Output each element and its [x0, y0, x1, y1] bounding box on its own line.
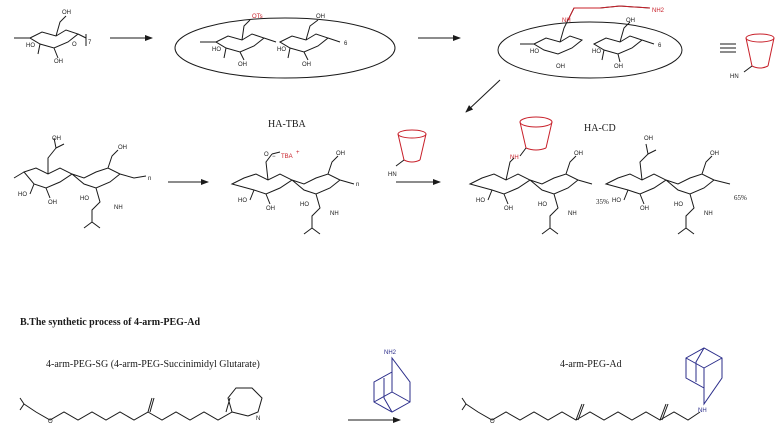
ha-cd-structure: NH OH OH OH HO OH HO NH HO OH HO NH 35% …: [468, 116, 747, 235]
oh-label: OH: [52, 136, 61, 142]
hn-label: HN: [730, 74, 739, 80]
oh-label: OH: [48, 200, 57, 206]
cd-nh2-intermediate: NH NH2 HO OH HO OH OH 6: [497, 5, 683, 79]
nh-label: NH: [704, 211, 713, 217]
ho-label: HO: [538, 202, 547, 208]
cyclodextrin-ring: [497, 21, 683, 79]
peg-ad-structure: O NH: [461, 347, 723, 425]
oh-label: OH: [640, 206, 649, 212]
ho-label: HO: [530, 49, 539, 55]
ha-tba-label: HA-TBA: [268, 119, 307, 130]
o-label: O: [72, 42, 77, 48]
nh2-label: NH2: [384, 350, 397, 356]
oh-label: OH: [266, 206, 275, 212]
adamantane-amine-reagent: NH2: [373, 350, 411, 413]
ho-label: HO: [18, 192, 27, 198]
o-label: O: [264, 152, 269, 158]
ho-label: HO: [238, 198, 247, 204]
subscript-n: n: [148, 176, 151, 182]
oh-label: OH: [302, 62, 311, 68]
percentage-35: 35%: [596, 198, 609, 206]
ho-label: HO: [476, 198, 485, 204]
oh-label: OH: [574, 151, 583, 157]
section-b-heading: B.The synthetic process of 4-arm-PEG-Ad: [20, 317, 201, 328]
charge-plus: +: [296, 150, 300, 156]
oh-label: OH: [614, 64, 623, 70]
cd-ots-intermediate: OTs HO OH HO OH OH 6: [174, 14, 396, 79]
subscript-6: 6: [658, 43, 662, 49]
cd-reagent: HN: [388, 129, 427, 178]
ots-label: OTs: [252, 14, 263, 20]
ho-label: HO: [26, 43, 35, 49]
cyclodextrin-cup-icon: HN: [730, 33, 775, 80]
peg-ad-label: 4-arm-PEG-Ad: [560, 359, 622, 370]
hn-label: HN: [388, 172, 397, 178]
oh-label: OH: [62, 10, 71, 16]
nh-label: NH: [510, 155, 519, 161]
ho-label: HO: [300, 202, 309, 208]
ho-label: HO: [674, 202, 683, 208]
equivalence-sign: [720, 43, 736, 53]
nh-label: NH: [568, 211, 577, 217]
oh-label: OH: [504, 206, 513, 212]
subscript-n: n: [356, 182, 359, 188]
cyclodextrin-ring: [174, 17, 396, 79]
oh-label: OH: [556, 64, 565, 70]
glucose-monomer: OH HO OH O 7: [14, 10, 92, 65]
peg-sg-label: 4-arm-PEG-SG (4-arm-PEG-Succinimidyl Glu…: [46, 359, 260, 370]
nh-label: NH: [698, 408, 707, 414]
nh-label: NH: [114, 205, 123, 211]
tba-label: TBA: [281, 154, 293, 160]
oh-label: OH: [118, 145, 127, 151]
nh2-label: NH2: [652, 8, 665, 14]
oh-label: OH: [238, 62, 247, 68]
o-label: O: [490, 419, 495, 425]
o-label: O: [48, 419, 53, 425]
oh-label: OH: [626, 18, 635, 24]
ha-disaccharide: OH OH HO OH HO NH n: [13, 136, 151, 229]
oh-label: OH: [644, 136, 653, 142]
reaction-arrow: [465, 79, 501, 113]
ho-label: HO: [80, 196, 89, 202]
ho-label: HO: [212, 47, 221, 53]
percentage-65: 65%: [734, 194, 747, 202]
oh-label: OH: [336, 151, 345, 157]
subscript-7: 7: [88, 40, 92, 46]
subscript-6: 6: [344, 41, 348, 47]
ho-label: HO: [592, 49, 601, 55]
ho-label: HO: [277, 47, 286, 53]
oh-label: OH: [54, 59, 63, 65]
n-label: N: [256, 416, 260, 422]
charge-minus: −: [272, 154, 276, 160]
nh-label: NH: [330, 211, 339, 217]
peg-sg-structure: O N: [19, 387, 263, 425]
ho-label: HO: [612, 198, 621, 204]
oh-label: OH: [316, 14, 325, 20]
ha-cd-label: HA-CD: [584, 123, 616, 134]
nh-label: NH: [562, 18, 571, 24]
ha-tba-structure: O − TBA + OH HO OH HO NH n: [230, 150, 359, 235]
oh-label: OH: [710, 151, 719, 157]
